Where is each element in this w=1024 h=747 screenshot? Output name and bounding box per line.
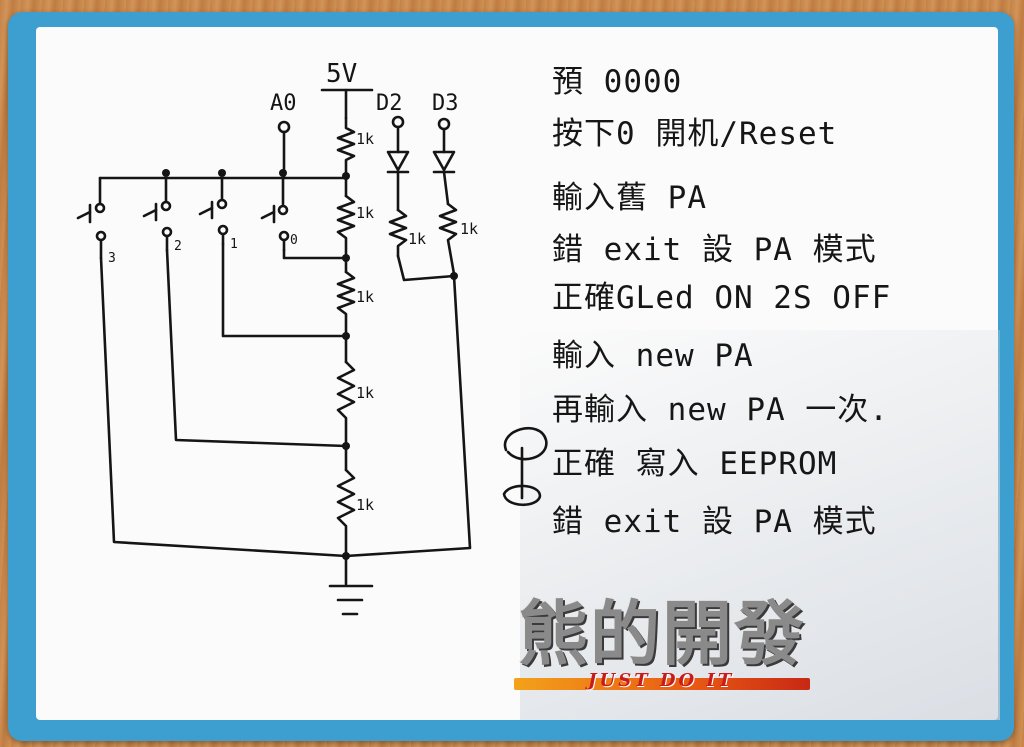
svg-text:0: 0	[290, 233, 298, 248]
svg-text:1k: 1k	[356, 384, 374, 402]
svg-text:2: 2	[174, 239, 182, 254]
pin-label-a0: A0	[270, 91, 297, 116]
resistor-d3	[438, 202, 458, 276]
pin-d2	[391, 115, 405, 129]
switch-2: 2	[142, 176, 182, 254]
pin-label-d2: D2	[376, 91, 403, 116]
switch-0: 0	[260, 176, 298, 252]
note-line-2: 按下0 開机/Reset	[552, 116, 838, 152]
resistor-r4	[336, 360, 356, 448]
switch-3: 3	[76, 176, 116, 266]
note-line-7: 再輸入 new PA 一次.	[552, 392, 889, 428]
svg-text:1: 1	[230, 237, 238, 252]
note-line-1: 預 0000	[552, 64, 683, 100]
led-d3	[432, 150, 456, 172]
pen-doodle	[502, 426, 548, 507]
pin-a0	[277, 120, 291, 134]
supply-label: 5V	[326, 59, 357, 89]
resistor-r5	[336, 468, 356, 558]
watermark-logo-slogan: JUST DO IT	[588, 670, 735, 691]
wire-s1	[221, 242, 348, 338]
light-glare	[520, 330, 1000, 720]
svg-text:1k: 1k	[460, 220, 478, 238]
svg-text:1k: 1k	[356, 130, 374, 148]
note-line-9: 錯 exit 設 PA 模式	[552, 504, 877, 540]
resistor-d2	[388, 208, 408, 258]
pin-label-d3: D3	[432, 91, 459, 116]
svg-text:1k: 1k	[356, 204, 374, 222]
switch-1: 1	[198, 176, 238, 252]
pin-d3	[437, 117, 451, 131]
wire-led-ground	[344, 274, 472, 558]
svg-text:1k: 1k	[408, 230, 426, 248]
resistor-r1	[336, 116, 356, 178]
watermark-logo-title: 熊的開發	[518, 592, 806, 675]
note-line-6: 輸入 new PA	[552, 338, 754, 374]
svg-text:1k: 1k	[356, 496, 374, 514]
note-line-4: 錯 exit 設 PA 模式	[552, 232, 877, 268]
svg-text:1k: 1k	[356, 288, 374, 306]
svg-text:3: 3	[108, 251, 116, 266]
resistor-r3	[336, 270, 356, 338]
note-line-3: 輸入舊 PA	[552, 180, 707, 216]
watermark-logo-bar	[514, 678, 810, 690]
wire-s2	[165, 248, 348, 448]
resistor-r2	[336, 194, 356, 258]
wire-s0	[282, 248, 348, 260]
led-d2	[386, 150, 410, 172]
note-line-8: 正確 寫入 EEPROM	[552, 446, 838, 482]
wire-s3	[99, 256, 348, 558]
note-line-5: 正確GLed ON 2S OFF	[552, 280, 892, 316]
